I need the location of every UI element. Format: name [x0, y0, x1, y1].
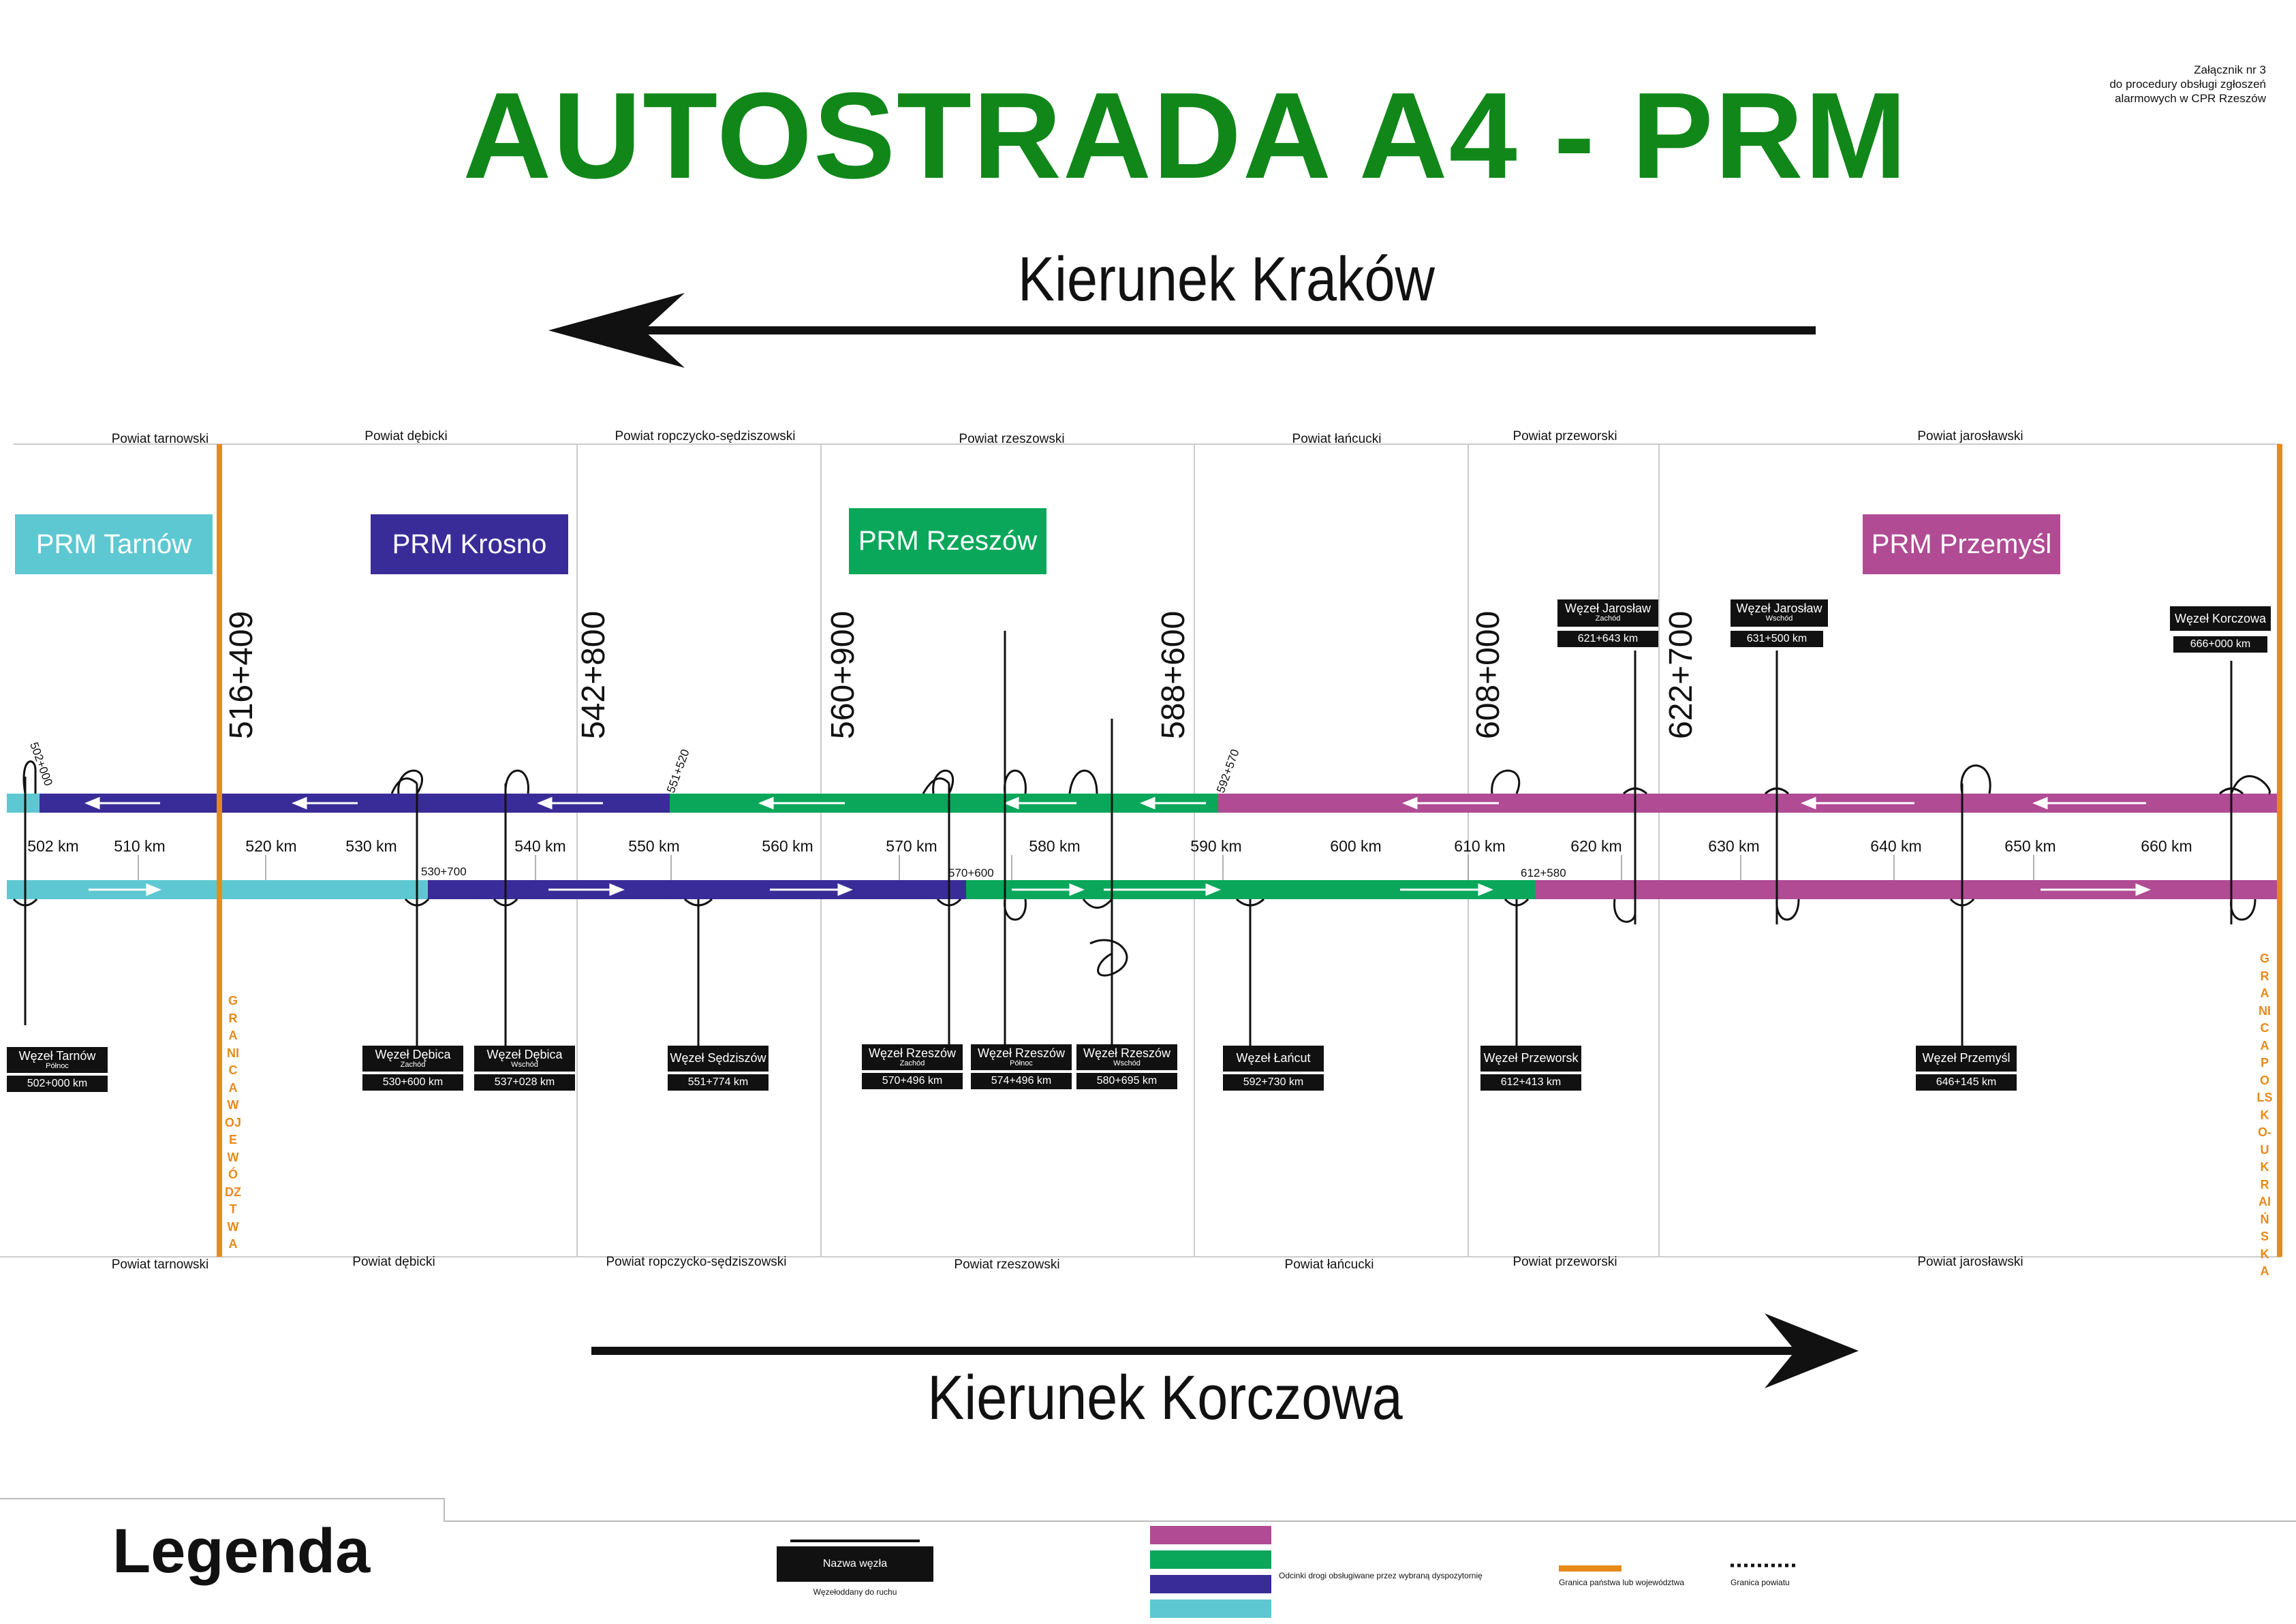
- chainage-608-000: 608+000: [1470, 610, 1506, 739]
- node-korczowa: Węzeł Korczowa 666+000 km: [2170, 606, 2271, 653]
- voivodeship-border-label: GRANICA WOJEWÓDZTWA: [225, 994, 242, 1251]
- km-marker: 600 km: [1330, 837, 1382, 855]
- node-name-box: Węzeł Rzeszów Północ: [971, 1044, 1072, 1070]
- arrow-right-icon: [591, 1313, 1859, 1388]
- node-name-box: Węzeł Przeworsk: [1480, 1046, 1581, 1072]
- km-marker: 570 km: [886, 837, 937, 855]
- prm-przemysl-box: PRM Przemyśl: [1863, 514, 2060, 574]
- km-marker: 650 km: [2004, 837, 2056, 855]
- county-top-debicki: Powiat dębicki: [364, 429, 448, 443]
- km-marker: 590 km: [1190, 837, 1242, 855]
- prm-rzeszow-box: PRM Rzeszów: [849, 508, 1046, 574]
- km-marker: 580 km: [1029, 837, 1081, 855]
- prm-tarnow-box: PRM Tarnów: [15, 514, 213, 574]
- county-top-przeworski: Powiat przeworski: [1512, 429, 1617, 443]
- node-name-box: Węzeł Przemyśl: [1916, 1046, 2017, 1072]
- km-marker: 630 km: [1708, 837, 1760, 855]
- legend-frame: [0, 1498, 2296, 1522]
- node-name-box: Węzeł Jarosław Wschód: [1731, 599, 1828, 627]
- km-marker: 660 km: [2141, 837, 2192, 855]
- legend-border-caption: Granica państwa lub województwa: [1559, 1578, 1685, 1587]
- node-tarnow-polnoc: Węzeł Tarnów Północ 502+000 km: [7, 1047, 108, 1092]
- chainage-588-600: 588+600: [1155, 610, 1192, 739]
- node-przeworsk: Węzeł Przeworsk 612+413 km: [1480, 1046, 1581, 1091]
- prm-krosno-box: PRM Krosno: [371, 514, 568, 574]
- node-jaroslaw-zachod: Węzeł Jarosław Zachód 621+643 km: [1557, 599, 1658, 647]
- chainage-542-800: 542+800: [576, 610, 612, 739]
- page-title: AUTOSTRADA A4 - PRM: [463, 67, 1908, 204]
- km-marker: 530 km: [345, 837, 397, 855]
- junction-connectors: [12, 631, 2271, 1047]
- county-bottom-przeworski: Powiat przeworski: [1512, 1255, 1617, 1269]
- direction-krakow-label: Kierunek Kraków: [1018, 245, 1435, 314]
- node-name-box: Węzeł Rzeszów Zachód: [862, 1044, 963, 1070]
- km-marker: 540 km: [514, 837, 566, 855]
- county-top-rzeszowski: Powiat rzeszowski: [959, 432, 1065, 446]
- legend-swatch-krosno: [1150, 1575, 1271, 1593]
- county-top-ropczycko: Powiat ropczycko-sędziszowski: [615, 429, 796, 443]
- node-debica-wschod: Węzeł Dębica Wschód 537+028 km: [474, 1046, 575, 1091]
- node-name-box: Węzeł Jarosław Zachód: [1557, 599, 1658, 627]
- node-rzeszow-polnoc: Węzeł Rzeszów Północ 574+496 km: [971, 1044, 1072, 1089]
- km-marker: 502 km: [27, 837, 79, 855]
- county-bottom-jaroslawski: Powiat jarosławski: [1917, 1255, 2023, 1269]
- direction-korczowa-label: Kierunek Korczowa: [927, 1363, 1403, 1433]
- km-marker: 550 km: [628, 837, 680, 855]
- county-top-jaroslawski: Powiat jarosławski: [1917, 429, 2023, 443]
- legend-swatch-tarnow: [1150, 1599, 1271, 1618]
- node-rzeszow-zachod: Węzeł Rzeszów Zachód 570+496 km: [862, 1044, 963, 1089]
- county-separators: [576, 444, 1660, 1257]
- attachment-line-2: do procedury obsługi zgłoszeń: [2109, 78, 2266, 91]
- county-bottom-rzeszowski: Powiat rzeszowski: [954, 1258, 1060, 1272]
- chainage-530-700: 530+700: [421, 865, 467, 878]
- county-bottom-ropczycko: Powiat ropczycko-sędziszowski: [606, 1255, 787, 1269]
- chainage-560-900: 560+900: [825, 610, 861, 739]
- km-ticks: [138, 855, 2034, 880]
- km-marker: 640 km: [1870, 837, 1922, 855]
- legend-node-box: Nazwa węzła: [777, 1546, 933, 1582]
- chainage-622-700: 622+700: [1663, 610, 1699, 739]
- county-bottom-debicki: Powiat dębicki: [352, 1255, 435, 1269]
- node-jaroslaw-wschod: Węzeł Jarosław Wschód 631+500 km: [1731, 599, 1828, 647]
- km-marker: 620 km: [1570, 837, 1622, 855]
- legend-swatch-rzeszow: [1150, 1550, 1271, 1569]
- county-bottom-tarnowski: Powiat tarnowski: [111, 1258, 209, 1272]
- attachment-line-1: Załącznik nr 3: [2194, 63, 2266, 76]
- node-przemysl: Węzeł Przemyśl 646+145 km: [1916, 1046, 2017, 1091]
- arrow-left-icon: [548, 293, 1816, 368]
- lane-direction-arrows: [84, 796, 2151, 896]
- legend-title: Legenda: [112, 1516, 371, 1586]
- node-name-box: Węzeł Rzeszów Wschód: [1076, 1044, 1177, 1070]
- node-sedziszow: Węzeł Sędziszów 551+774 km: [668, 1046, 769, 1091]
- attachment-line-3: alarmowych w CPR Rzeszów: [2115, 92, 2266, 105]
- legend-swatch-przemysl: [1150, 1526, 1271, 1544]
- node-name-box: Węzeł Łańcut: [1223, 1046, 1324, 1072]
- km-marker: 520 km: [245, 837, 297, 855]
- legend-county-caption: Granica powiatu: [1731, 1578, 1790, 1587]
- node-debica-zachod: Węzeł Dębica Zachód 530+600 km: [362, 1046, 463, 1091]
- attachment-note: Załącznik nr 3 do procedury obsługi zgło…: [2109, 63, 2266, 106]
- node-name-box: Węzeł Korczowa: [2170, 606, 2271, 631]
- km-marker: 510 km: [114, 837, 166, 855]
- chainage-516-409: 516+409: [223, 610, 260, 739]
- chainage-570-600: 570+600: [948, 866, 994, 879]
- node-rzeszow-wschod: Węzeł Rzeszów Wschód 580+695 km: [1076, 1044, 1177, 1089]
- chainage-612-580: 612+580: [1521, 866, 1566, 879]
- node-name-box: Węzeł Dębica Wschód: [474, 1046, 575, 1072]
- county-top-tarnowski: Powiat tarnowski: [111, 432, 209, 446]
- km-marker: 560 km: [762, 837, 813, 855]
- km-marker: 610 km: [1454, 837, 1506, 855]
- node-name-box: Węzeł Sędziszów: [668, 1046, 769, 1072]
- node-name-box: Węzeł Tarnów Północ: [7, 1047, 108, 1073]
- node-lancut: Węzeł Łańcut 592+730 km: [1223, 1046, 1324, 1091]
- legend-node-caption: Węzełoddany do ruchu: [813, 1587, 897, 1597]
- country-border-label: GRANICA POLSKO-UKRAIŃSKA: [2256, 952, 2273, 1278]
- legend-border-swatch: [1559, 1565, 1622, 1572]
- node-name-box: Węzeł Dębica Zachód: [362, 1046, 463, 1072]
- county-top-lancucki: Powiat łańcucki: [1292, 432, 1382, 446]
- legend-sections-caption: Odcinki drogi obsługiwane przez wybraną …: [1279, 1571, 1483, 1580]
- county-bottom-lancucki: Powiat łańcucki: [1284, 1258, 1374, 1272]
